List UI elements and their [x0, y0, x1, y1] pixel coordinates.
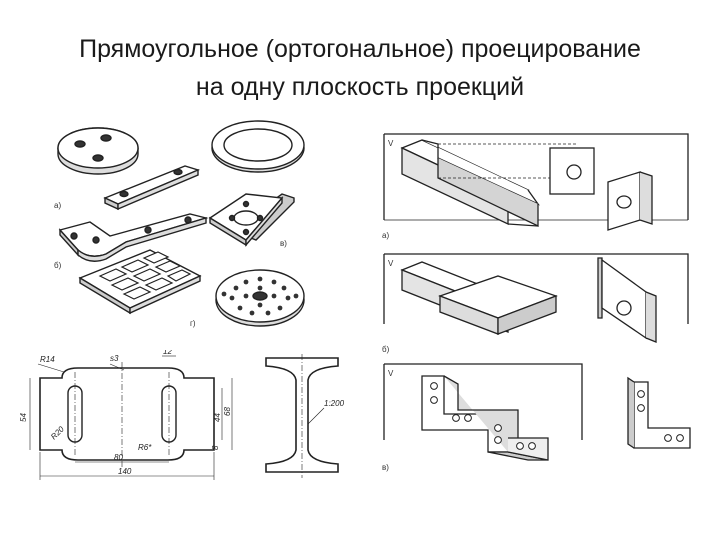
projection-label-b: б) [382, 345, 390, 354]
plane-b-label: V [388, 259, 394, 268]
dim-44: 44 [213, 413, 222, 422]
projection-label-v: в) [382, 463, 389, 472]
dim-54: 54 [19, 413, 28, 422]
ring-part [211, 120, 305, 173]
slope-label: 1:200 [324, 399, 345, 408]
plane-a [383, 133, 689, 231]
label-v: в) [280, 239, 287, 248]
title-line-2: на одну плоскость проекций [195, 73, 525, 101]
figure-projections: V V V а) б) в) [382, 133, 691, 472]
dim-80: 80 [114, 453, 123, 462]
dim-r14: R14 [40, 355, 55, 364]
plane-v [383, 363, 691, 461]
plane-v-label: V [388, 369, 394, 378]
grid-plate-part [78, 249, 202, 315]
plane-a-label: V [388, 139, 394, 148]
dim-s3: s3 [110, 354, 119, 363]
dim-12: 12 [163, 350, 172, 356]
perforated-disc-part [215, 269, 305, 327]
bent-strip-part [58, 213, 209, 262]
dim-140: 140 [118, 467, 132, 476]
label-b: б) [54, 261, 62, 270]
label-g: г) [190, 319, 196, 328]
slide-title: Прямоугольное (ортогональное) проецирова… [0, 30, 720, 106]
dim-r20: R20 [49, 424, 66, 441]
label-a: а) [54, 201, 61, 210]
dim-r6: R6* [138, 443, 152, 452]
drawing-beam: 1:200 [265, 354, 345, 478]
disc-part [57, 127, 139, 175]
strip-part [103, 165, 201, 211]
dim-68: 68 [223, 407, 232, 416]
square-plate-part [208, 193, 295, 247]
plane-b [383, 253, 689, 343]
projection-label-a: а) [382, 231, 389, 240]
drawing-plate: R14 s3 12 R20 R6* 54 44 68 8 80 140 [19, 350, 233, 480]
figure-flat-parts: а) в) б) г) [54, 120, 305, 328]
dim-8: 8 [211, 445, 220, 450]
title-line-1: Прямоугольное (ортогональное) проецирова… [79, 35, 641, 63]
